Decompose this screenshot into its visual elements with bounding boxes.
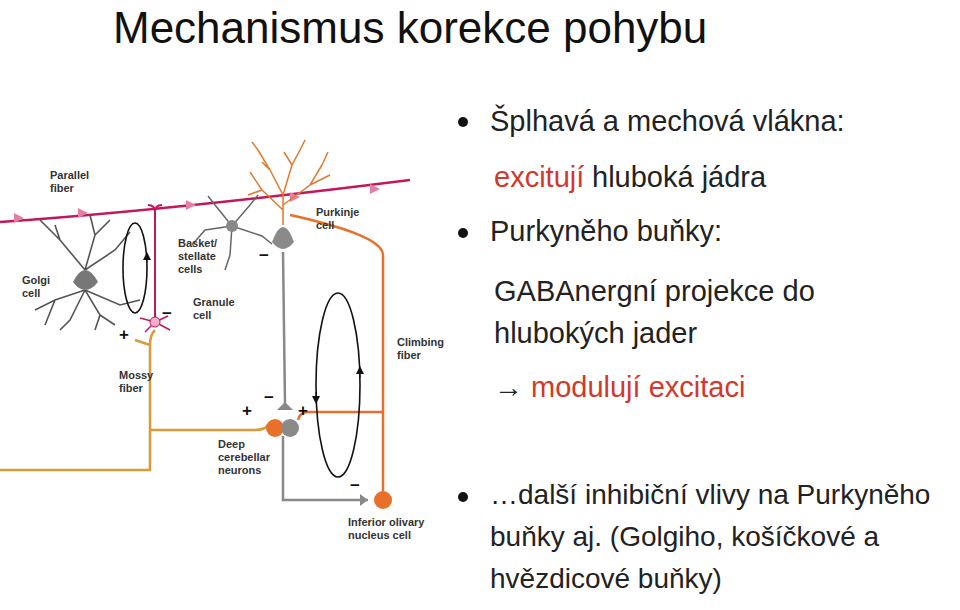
bullet [458, 492, 468, 502]
cell-label: Climbing fiber [397, 336, 453, 362]
loop-arrow [360, 370, 361, 378]
basket-soma [226, 220, 238, 232]
golgi-soma [73, 270, 98, 290]
deep-neuron [281, 419, 299, 437]
sign-label: + [298, 401, 308, 421]
cell-label: Granule cell [193, 296, 241, 322]
cell-label: Mossy fiber [119, 369, 164, 395]
bullet-text: …další inhibiční vlivy na Purkyněho buňk… [490, 474, 956, 600]
loop-arrow [147, 256, 148, 262]
golgi-cell [35, 215, 140, 330]
cell-label: Purkinje cell [316, 206, 376, 232]
loop-arrow [316, 392, 317, 400]
sign-label: − [162, 304, 172, 324]
sign-label: − [259, 246, 269, 266]
bullet-text: Šplhavá a mechová vlákna: [490, 104, 845, 139]
sign-label: + [119, 325, 129, 345]
cell-label: Parallel fiber [50, 169, 98, 195]
sign-label: + [242, 401, 252, 421]
arrow-symbol: → [494, 370, 523, 405]
highlight-text: excitují [494, 160, 584, 195]
olive-cell [374, 491, 392, 509]
bullet-text: hluboká jádra [592, 160, 766, 195]
feedback-loop [316, 293, 360, 477]
highlight-text: modulují excitaci [531, 370, 745, 405]
sign-label: − [350, 476, 360, 496]
granule-axon [148, 205, 162, 320]
granule-soma [150, 317, 160, 327]
purkinje-soma [272, 227, 294, 249]
climbing-fiber [290, 215, 383, 492]
sign-label: − [264, 388, 274, 408]
cell-label: Golgi cell [22, 274, 62, 300]
feedback-loop [123, 223, 147, 313]
cell-label: Inferior olivary nucleus cell [348, 516, 440, 542]
purkinje-axon [283, 252, 285, 404]
bullet-text: GABAnergní projekce do hlubokých jader [494, 270, 894, 354]
synapse [277, 402, 293, 410]
slide-title: Mechanismus korekce pohybu [113, 2, 707, 55]
bullet [458, 117, 468, 127]
bullet [458, 228, 468, 238]
cell-label: Basket/ stellate cells [178, 237, 234, 277]
bullet-text: Purkyněho buňky: [490, 214, 722, 249]
synapse [360, 494, 368, 506]
cell-label: Deep cerebellar neurons [218, 438, 280, 478]
